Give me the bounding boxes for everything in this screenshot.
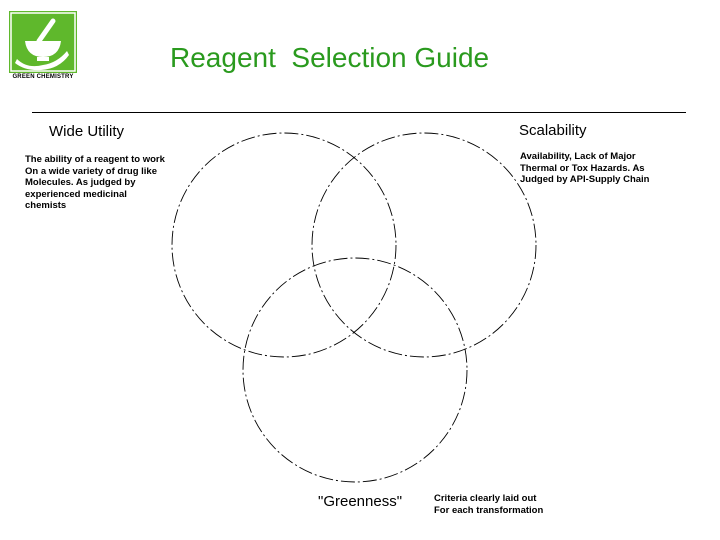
description-line: The ability of a reagent to work (25, 154, 165, 165)
description-line: Thermal or Tox Hazards. As (520, 162, 645, 174)
hand-shape (15, 51, 69, 71)
description-wide-utility: The ability of a reagent to work On a wi… (25, 154, 165, 212)
description-line: On a wide variety of drug like (25, 165, 157, 177)
description-scalability: Availability, Lack of Major Thermal or T… (520, 151, 650, 186)
set-label-wide-utility: Wide Utility (49, 123, 125, 140)
description-line: Criteria clearly laid out (434, 493, 537, 504)
venn-circle-greenness (242, 257, 468, 483)
logo-inner-border (10, 12, 76, 72)
set-label-greenness: "Greenness" (318, 493, 403, 510)
description-line: experienced medicinal (25, 188, 127, 200)
logo-caption: GREEN CHEMISTRY (12, 74, 74, 80)
description-greenness: Criteria clearly laid out For each trans… (434, 493, 543, 516)
description-line: Judged by API-Supply Chain (520, 174, 650, 185)
set-label-scalability: Scalability (519, 122, 587, 139)
venn-circle-wide-utility (171, 132, 397, 358)
title-divider (32, 112, 686, 113)
green-chemistry-logo: GREEN CHEMISTRY (9, 11, 77, 86)
description-line: For each transformation (434, 504, 544, 516)
mortar-base-shape (37, 57, 49, 61)
description-line: chemists (25, 200, 67, 211)
pestle-shape (36, 18, 56, 44)
venn-circle-scalability (311, 132, 537, 358)
page-title: Reagent Selection Guide (170, 42, 490, 73)
mortar-pestle-icon (9, 11, 77, 73)
mortar-bowl-shape (25, 41, 61, 57)
description-line: Availability, Lack of Major (520, 151, 636, 162)
description-line: Molecules. As judged by (25, 177, 136, 188)
